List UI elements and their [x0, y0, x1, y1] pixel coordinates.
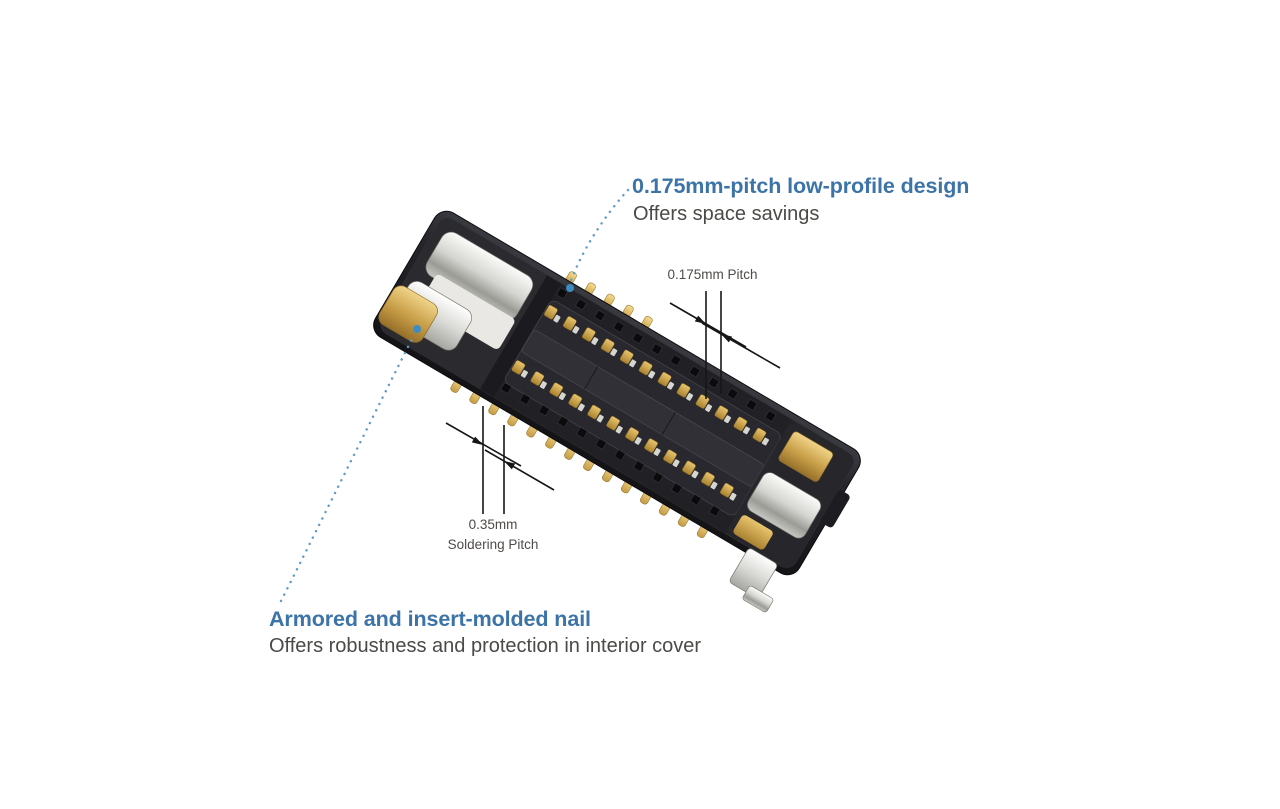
armor-right-nail	[728, 423, 854, 568]
callout-nail-title: Armored and insert-molded nail	[269, 607, 591, 631]
dimension-label-soldering-line2: Soldering Pitch	[447, 537, 539, 552]
dimension-lines-soldering	[445, 406, 555, 514]
arrowhead	[504, 461, 516, 470]
dimension-label-pitch: 0.175mm Pitch	[667, 267, 758, 282]
dimension-lines-pitch	[669, 291, 781, 399]
leader-endpoint-pitch	[566, 284, 574, 292]
callout-pitch-subtitle: Offers space savings	[633, 203, 820, 225]
callout-pitch-title: 0.175mm-pitch low-profile design	[632, 174, 970, 198]
arrowhead	[694, 315, 706, 324]
dimension-label-soldering: 0.35mm Soldering Pitch	[423, 515, 563, 555]
arrowhead	[721, 334, 733, 343]
mounting-nail-tab	[729, 548, 778, 613]
pin-field	[493, 283, 792, 534]
armor-left-nail	[378, 218, 563, 399]
callout-nail-subtitle: Offers robustness and protection in inte…	[269, 635, 702, 657]
leader-endpoint-nail	[413, 325, 421, 333]
leader-lines	[279, 188, 630, 603]
leader-line-nail	[279, 333, 416, 603]
leader-line-pitch	[568, 188, 630, 286]
connector-photo	[373, 210, 861, 613]
arrowhead	[471, 436, 483, 445]
dimension-label-soldering-line1: 0.35mm	[468, 517, 518, 532]
